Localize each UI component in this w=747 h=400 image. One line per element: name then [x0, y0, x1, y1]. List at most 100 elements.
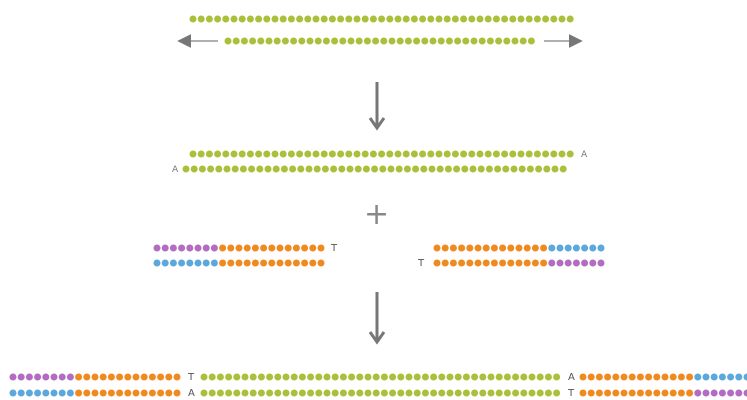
ligated-strand-bead: [200, 389, 208, 397]
adapter-strand-bead: [540, 259, 548, 267]
insert-strand-bead: [518, 165, 526, 173]
insert-strand-bead: [369, 150, 377, 158]
insert-strand-bead: [502, 165, 510, 173]
adapter-strand-bead: [268, 259, 276, 267]
adapter-strand-bead: [169, 244, 177, 252]
adapter-strand-bead: [597, 244, 605, 252]
insert-strand-bead: [354, 165, 362, 173]
adapter-strand-bead: [194, 244, 202, 252]
ligated-strand-bead: [528, 389, 536, 397]
ligated-strand-bead: [208, 373, 216, 381]
insert-strand-bead: [371, 165, 379, 173]
insert-strand-bead: [231, 165, 239, 173]
ligated-strand-bead: [544, 373, 552, 381]
ligated-strand-bead: [75, 373, 83, 381]
adapter-strand-bead: [589, 244, 597, 252]
ligated-strand-bead: [34, 389, 42, 397]
ligated-strand-bead: [612, 389, 620, 397]
adapter-strand-bead: [202, 259, 210, 267]
adapter-strand-bead: [276, 244, 284, 252]
ligated-strand-bead: [107, 373, 115, 381]
adapter-strand-bead: [153, 259, 161, 267]
adapter-strand-bead: [474, 259, 482, 267]
insert-strand-bead: [347, 37, 355, 45]
insert-strand-bead: [321, 165, 329, 173]
ligated-strand-bead: [397, 373, 405, 381]
ligated-strand-bead: [140, 373, 148, 381]
insert-strand-bead: [509, 15, 517, 23]
adapter-strand-bead: [499, 244, 507, 252]
insert-strand-bead: [361, 15, 369, 23]
ligated-strand-bead: [462, 373, 470, 381]
insert-strand-bead: [485, 165, 493, 173]
adapter-strand-bead: [161, 244, 169, 252]
ligated-strand-bead: [694, 389, 702, 397]
adapter-strand-bead: [210, 244, 218, 252]
insert-strand-bead: [395, 165, 403, 173]
adapter-strand-bead: [449, 244, 457, 252]
insert-strand-bead: [256, 165, 264, 173]
insert-strand-bead: [182, 165, 190, 173]
insert-strand-bead: [427, 150, 435, 158]
insert-strand-bead: [279, 150, 287, 158]
adapter-strand-bead: [441, 259, 449, 267]
ligated-strand-bead: [233, 373, 241, 381]
adapter-strand-bead: [572, 259, 580, 267]
insert-strand-bead: [320, 15, 328, 23]
ligated-strand-bead: [99, 389, 107, 397]
adapter-strand-bead: [564, 259, 572, 267]
ligated-strand-bead: [58, 373, 66, 381]
insert-strand-bead: [248, 165, 256, 173]
adapter-strand-bead: [581, 259, 589, 267]
ligated-strand-bead: [710, 389, 718, 397]
ligated-strand-bead: [520, 389, 528, 397]
ligated-strand-bead: [743, 373, 747, 381]
insert-strand-bead: [427, 15, 435, 23]
adapter-strand-bead: [548, 244, 556, 252]
adapter-strand-bead: [441, 244, 449, 252]
adapter-strand-bead: [556, 259, 564, 267]
ligated-strand-bead: [620, 389, 628, 397]
ligated-strand-bead: [17, 373, 25, 381]
ligated-strand-bead: [653, 373, 661, 381]
adapter-strand-bead: [235, 244, 243, 252]
insert-strand-bead: [445, 37, 453, 45]
ligated-strand-bead: [364, 389, 372, 397]
insert-strand-bead: [313, 165, 321, 173]
ligated-strand-bead: [604, 389, 612, 397]
ligated-strand-bead: [512, 373, 520, 381]
insert-strand-bead: [436, 165, 444, 173]
adapter-strand-bead: [523, 259, 531, 267]
insert-strand-bead: [338, 165, 346, 173]
insert-strand-bead: [451, 15, 459, 23]
a-overhang-label: A: [172, 165, 179, 175]
insert-strand-bead: [469, 165, 477, 173]
ligated-strand-bead: [686, 373, 694, 381]
ligated-strand-bead: [471, 389, 479, 397]
adapter-strand-bead: [284, 244, 292, 252]
ligated-strand-bead: [595, 373, 603, 381]
ligated-strand-bead: [694, 373, 702, 381]
ligated-strand-bead: [241, 389, 249, 397]
adapter-strand-bead: [433, 259, 441, 267]
insert-strand-bead: [263, 150, 271, 158]
ligated-strand-bead: [315, 389, 323, 397]
ligated-strand-bead: [50, 389, 58, 397]
insert-strand-bead: [476, 150, 484, 158]
ligated-strand-bead: [743, 389, 747, 397]
insert-strand-bead: [517, 15, 525, 23]
ligated-strand-bead: [413, 373, 421, 381]
insert-strand-bead: [402, 150, 410, 158]
adapter-strand-bead: [490, 244, 498, 252]
ligated-strand-bead: [536, 389, 544, 397]
ligated-strand-bead: [628, 373, 636, 381]
adapter-strand-bead: [235, 259, 243, 267]
ligated-strand-bead: [173, 389, 181, 397]
adapter-strand-bead: [186, 259, 194, 267]
insert-strand-bead: [503, 37, 511, 45]
ligated-strand-bead: [653, 389, 661, 397]
insert-strand-bead: [435, 150, 443, 158]
insert-strand-bead: [207, 165, 215, 173]
ligated-strand-bead: [727, 389, 735, 397]
insert-strand-bead: [388, 37, 396, 45]
